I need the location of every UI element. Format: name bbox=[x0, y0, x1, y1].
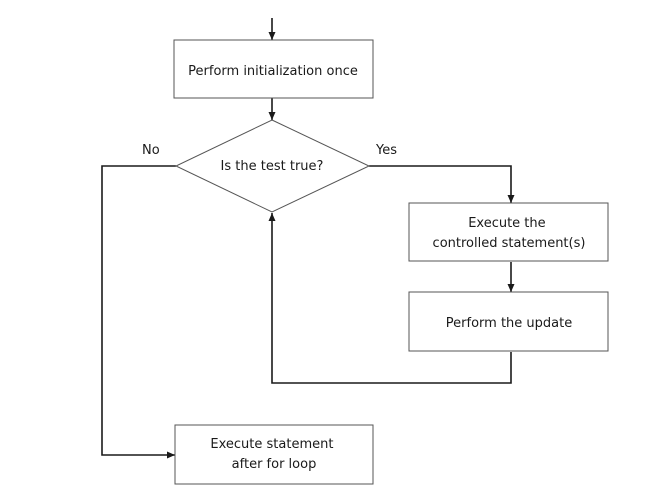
init-node: Perform initialization once bbox=[173, 39, 374, 99]
init-node-label: Perform initialization once bbox=[188, 64, 358, 79]
body-node-label: Execute the controlled statement(s) bbox=[433, 216, 586, 251]
test-decision-node: Is the test true? bbox=[174, 119, 371, 213]
after-loop-node-label: Execute statement after for loop bbox=[210, 437, 337, 472]
update-loopback-arrow bbox=[268, 213, 512, 384]
update-node-label: Perform the update bbox=[446, 316, 572, 331]
no-to-after-arrow bbox=[101, 165, 176, 459]
yes-branch-label: Yes bbox=[375, 143, 397, 158]
no-branch-label: No bbox=[142, 143, 160, 158]
update-node: Perform the update bbox=[408, 291, 609, 352]
body-node: Execute the controlled statement(s) bbox=[408, 202, 609, 262]
yes-to-body-arrow bbox=[369, 165, 515, 203]
test-decision-label: Is the test true? bbox=[221, 159, 324, 174]
after-loop-node: Execute statement after for loop bbox=[174, 424, 374, 485]
